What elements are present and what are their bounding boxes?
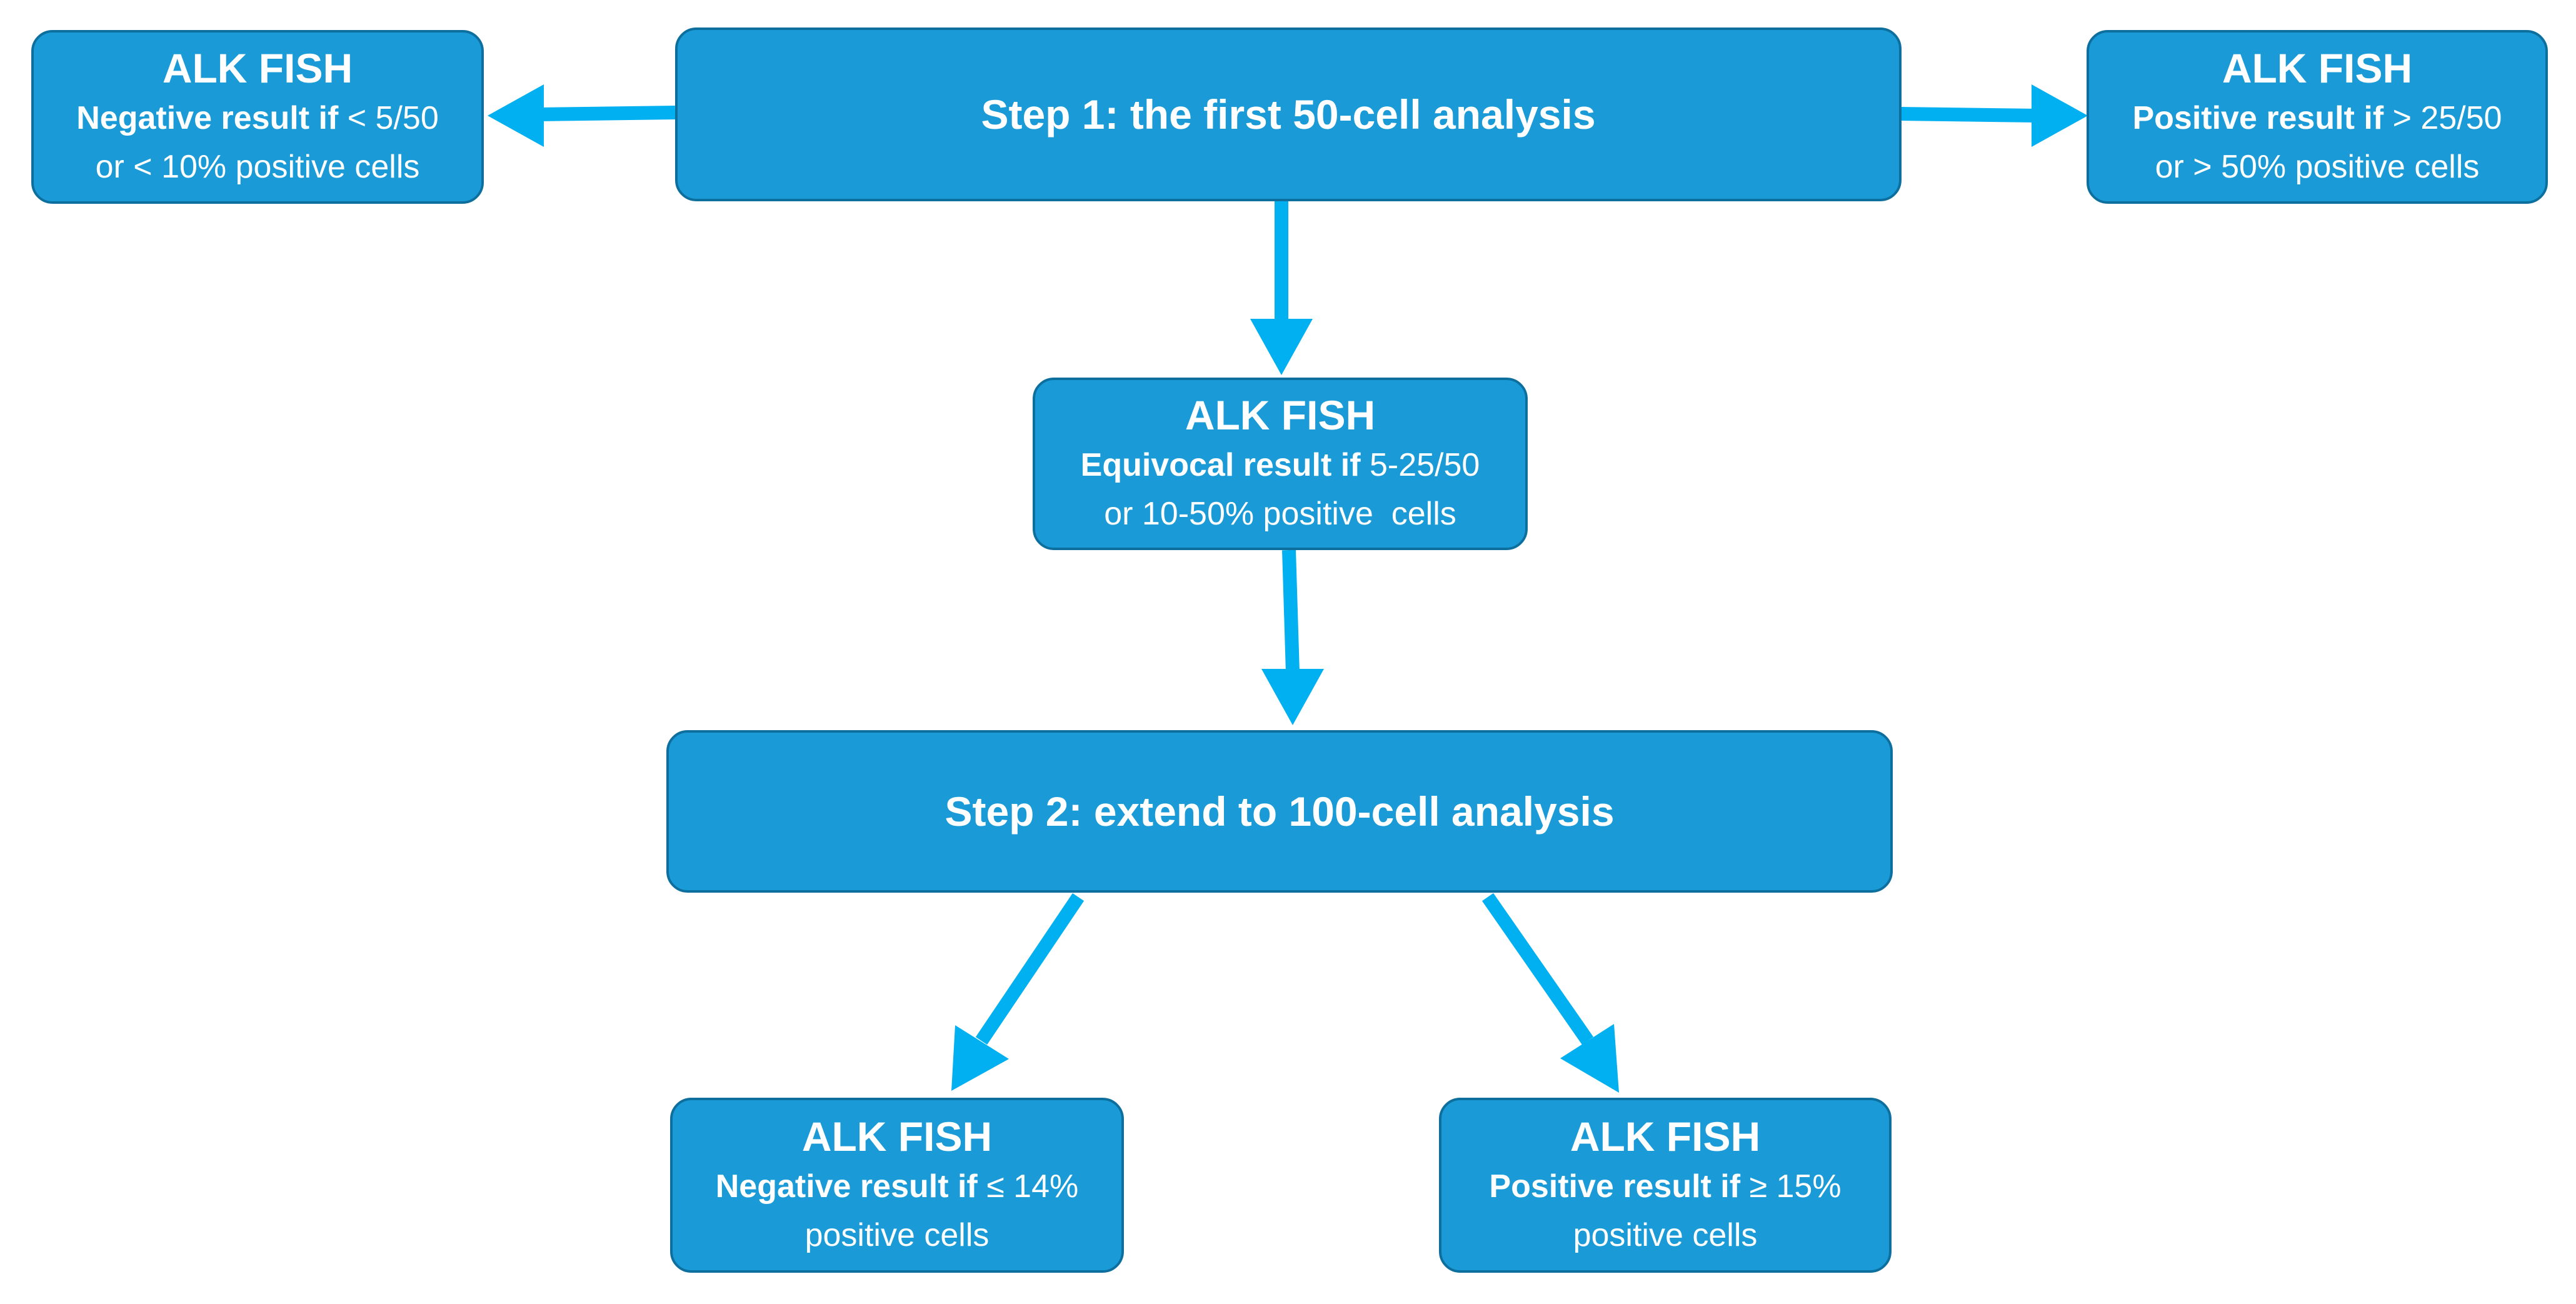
box-title: ALK FISH: [1570, 1113, 1761, 1160]
arrow-step1-to-positive: [1900, 84, 2088, 147]
step2-label: Step 2: extend to 100-cell analysis: [945, 788, 1615, 835]
arrow-step1-to-negative: [488, 84, 676, 147]
criterion-detail: or 10-50% positive cells: [1104, 496, 1456, 533]
box-title: ALK FISH: [162, 44, 353, 91]
criterion-label: Equivocal result if: [1080, 447, 1361, 484]
negative-result-50-box: ALK FISH Negative result if < 5/50 or < …: [31, 30, 484, 204]
step1-box: Step 1: the first 50-cell analysis: [675, 28, 1902, 201]
criterion-label: Positive result if: [2132, 100, 2384, 137]
step2-box: Step 2: extend to 100-cell analysis: [666, 730, 1893, 893]
arrow-step2-to-positive: [1481, 893, 1619, 1093]
negative-result-100-box: ALK FISH Negative result if ≤ 14% positi…: [670, 1098, 1124, 1273]
criterion-line: Positive result if > 25/50: [2132, 94, 2502, 143]
positive-result-50-box: ALK FISH Positive result if > 25/50 or >…: [2087, 30, 2548, 204]
criterion-detail: or < 10% positive cells: [95, 149, 420, 186]
criterion-value: 5-25/50: [1360, 447, 1480, 484]
criterion-line: Positive result if ≥ 15%: [1489, 1162, 1841, 1211]
criterion-line: Negative result if ≤ 14%: [716, 1162, 1079, 1211]
arrow-equivocal-to-step2: [1261, 549, 1324, 725]
criterion-line: Negative result if < 5/50: [76, 94, 439, 143]
criterion-value: ≤ 14%: [977, 1168, 1079, 1205]
positive-result-100-box: ALK FISH Positive result if ≥ 15% positi…: [1439, 1098, 1892, 1273]
arrow-step1-to-equivocal: [1250, 200, 1313, 375]
box-title: ALK FISH: [2222, 44, 2413, 91]
box-title: ALK FISH: [1185, 391, 1376, 438]
criterion-detail: positive cells: [1573, 1217, 1758, 1254]
arrow-step2-to-negative: [951, 893, 1085, 1091]
equivocal-result-box: ALK FISH Equivocal result if 5-25/50 or …: [1033, 378, 1528, 550]
criterion-label: Negative result if: [715, 1168, 978, 1205]
step1-label: Step 1: the first 50-cell analysis: [981, 91, 1596, 138]
criterion-detail: or > 50% positive cells: [2155, 149, 2480, 186]
criterion-value: > 25/50: [2383, 100, 2502, 137]
criterion-value: < 5/50: [338, 100, 439, 137]
criterion-value: ≥ 15%: [1740, 1168, 1842, 1205]
criterion-label: Positive result if: [1489, 1168, 1741, 1205]
criterion-label: Negative result if: [76, 100, 339, 137]
criterion-line: Equivocal result if 5-25/50: [1081, 441, 1480, 489]
criterion-detail: positive cells: [804, 1217, 990, 1254]
box-title: ALK FISH: [801, 1113, 993, 1160]
